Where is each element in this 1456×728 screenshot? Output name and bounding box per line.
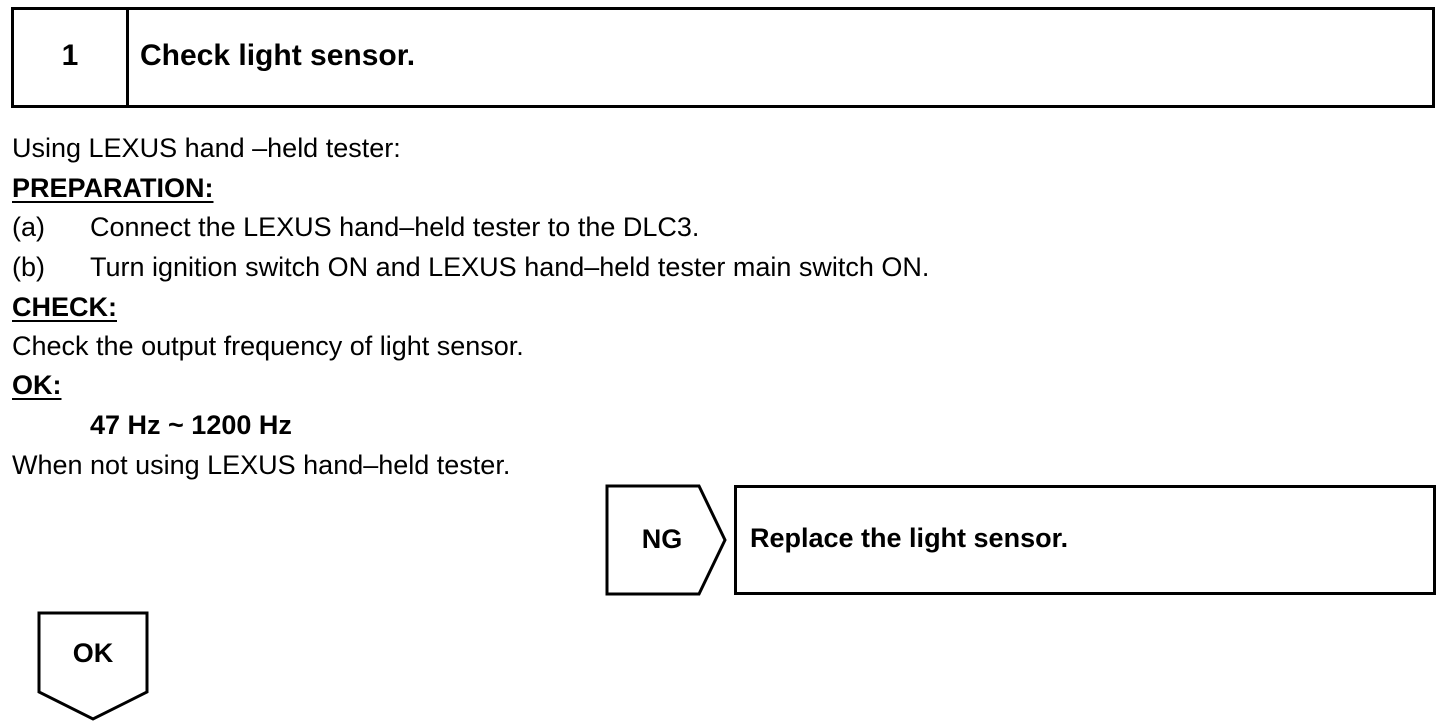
ng-arrow-box bbox=[605, 484, 727, 596]
ok-heading: OK: bbox=[12, 370, 62, 400]
step-divider bbox=[126, 10, 129, 105]
ok-arrow-box bbox=[37, 611, 149, 721]
step-number: 1 bbox=[61, 38, 79, 72]
tester-note: When not using LEXUS hand–held tester. bbox=[12, 450, 511, 480]
preparation-item: (b) Turn ignition switch ON and LEXUS ha… bbox=[12, 251, 1112, 283]
preparation-item-letter: (a) bbox=[12, 212, 45, 242]
ng-label: NG bbox=[641, 524, 683, 554]
ok-label: OK bbox=[72, 638, 114, 668]
ng-action-box: Replace the light sensor. bbox=[734, 485, 1436, 595]
ok-spec-value: 47 Hz ~ 1200 Hz bbox=[90, 410, 292, 440]
preparation-item-text: Connect the LEXUS hand–held tester to th… bbox=[90, 212, 700, 242]
preparation-heading: PREPARATION: bbox=[12, 173, 214, 203]
step-header-box: 1 Check light sensor. bbox=[11, 7, 1435, 108]
check-text: Check the output frequency of light sens… bbox=[12, 331, 524, 361]
step-title: Check light sensor. bbox=[140, 38, 416, 72]
preparation-item-letter: (b) bbox=[12, 252, 45, 282]
preparation-item: (a) Connect the LEXUS hand–held tester t… bbox=[12, 211, 1012, 243]
check-heading: CHECK: bbox=[12, 292, 117, 322]
intro-text: Using LEXUS hand –held tester: bbox=[12, 133, 401, 163]
preparation-item-text: Turn ignition switch ON and LEXUS hand–h… bbox=[90, 252, 930, 282]
